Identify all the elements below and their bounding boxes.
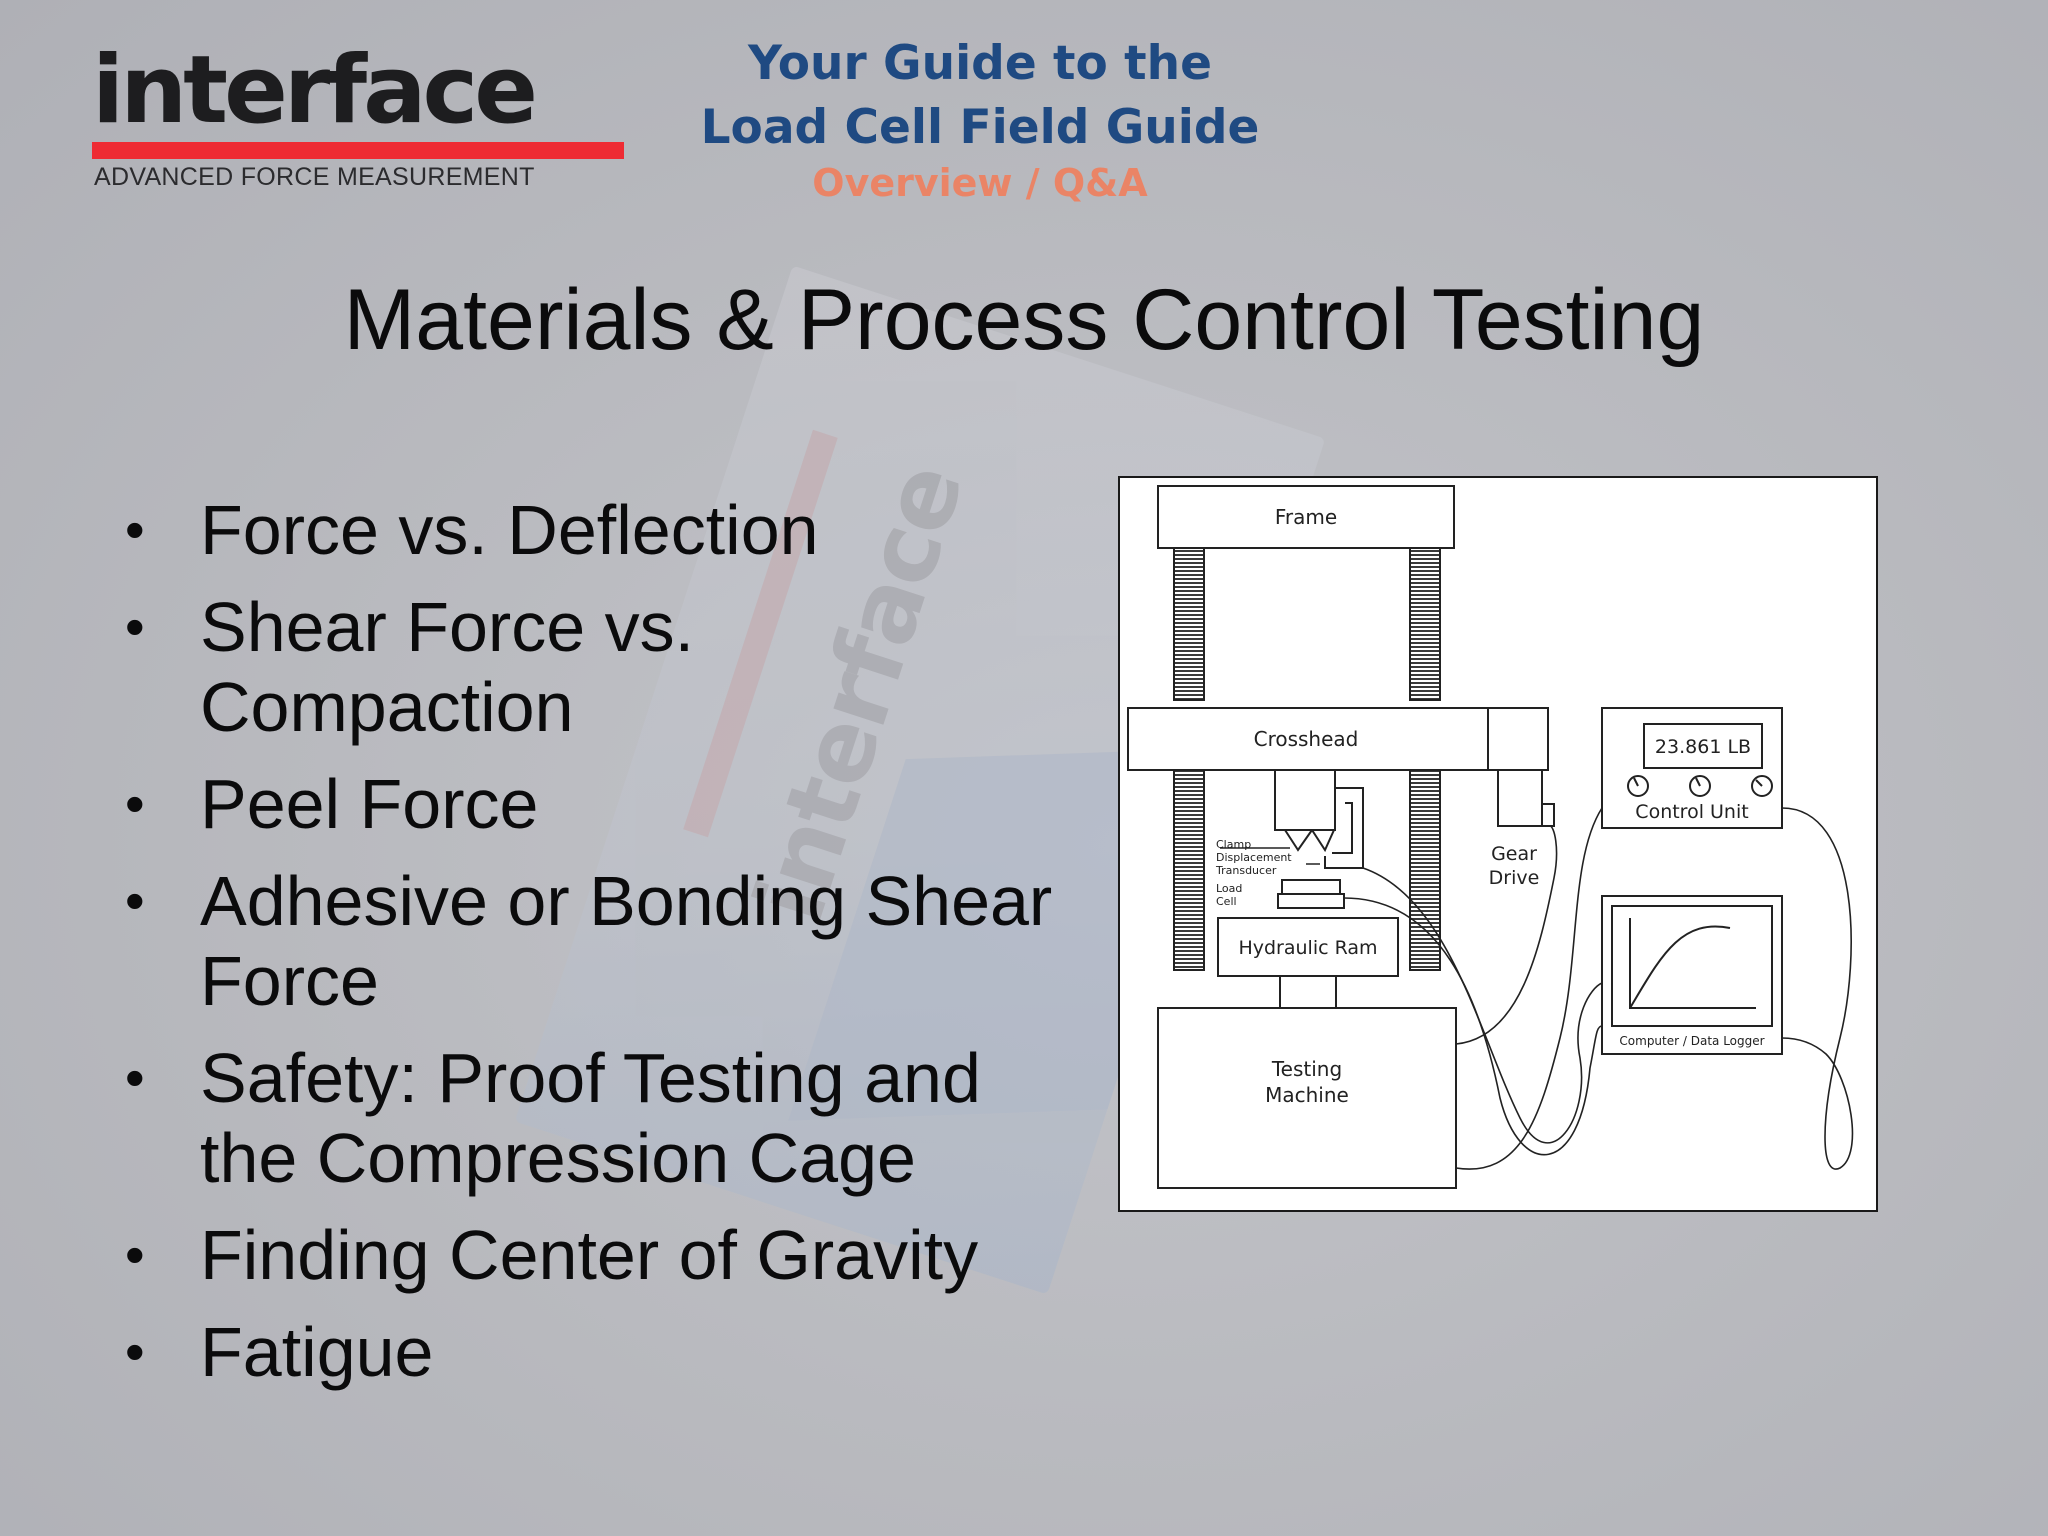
displacement-label: Displacement xyxy=(1216,851,1292,864)
gear-drive-cable xyxy=(1455,825,1558,1045)
logo-wordmark: interface xyxy=(92,36,538,145)
bullet-text: Peel Force xyxy=(200,765,539,843)
gear-drive-tab xyxy=(1541,803,1555,827)
logo-red-bar xyxy=(92,142,624,159)
transducer-label: Transducer xyxy=(1215,864,1277,877)
bullet-dot: • xyxy=(125,1320,145,1383)
guide-subtitle: Overview / Q&A xyxy=(812,161,1148,205)
readout-value: 23.861 LB xyxy=(1655,736,1751,758)
logo-tagline: ADVANCED FORCE MEASUREMENT xyxy=(94,163,535,191)
graph-curve xyxy=(1629,925,1731,1009)
machine-control-cable xyxy=(1455,807,1603,1170)
bullet-text: Force vs. Deflection xyxy=(200,491,819,569)
ram-piston xyxy=(1279,975,1337,1009)
left-column-upper xyxy=(1173,547,1205,701)
data-logger-label: Computer / Data Logger xyxy=(1619,1034,1764,1048)
crosshead-label: Crosshead xyxy=(1254,727,1359,751)
load-cell-bottom xyxy=(1277,893,1345,909)
bullet-item: • Peel Force xyxy=(120,764,1080,844)
bullet-text: Shear Force vs. Compaction xyxy=(200,588,695,746)
load-label: Load xyxy=(1216,882,1242,895)
bullet-item: • Safety: Proof Testing and the Compressi… xyxy=(120,1038,1080,1198)
bullet-item: • Fatigue xyxy=(120,1312,1080,1392)
guide-title-line-2: Load Cell Field Guide xyxy=(700,100,1260,155)
hydraulic-ram-box xyxy=(1217,917,1399,977)
gear-label-1: Gear xyxy=(1491,843,1537,865)
bullet-dot: • xyxy=(125,772,145,835)
guide-title-line-1: Your Guide to the xyxy=(748,36,1212,91)
bullet-dot: • xyxy=(125,595,145,658)
control-unit-label: Control Unit xyxy=(1635,801,1748,823)
load-cell-top xyxy=(1281,879,1341,895)
bullet-dot: • xyxy=(125,498,145,561)
testing-machine-diagram: Frame Crosshead Gear Drive Clamp Displac… xyxy=(1118,476,1878,1212)
testing-label-1: Testing xyxy=(1271,1057,1342,1081)
bullet-list: • Force vs. Deflection • Shear Force vs. C… xyxy=(120,490,1080,1409)
bullet-text: Finding Center of Gravity xyxy=(200,1216,979,1294)
frame-label: Frame xyxy=(1275,505,1337,529)
clamp-jaws xyxy=(1284,829,1335,853)
readout-display xyxy=(1643,723,1763,769)
clamp-label: Clamp xyxy=(1216,838,1251,851)
left-column-lower xyxy=(1173,769,1205,971)
bullet-dot: • xyxy=(125,1046,145,1109)
testing-machine-base xyxy=(1157,1007,1457,1189)
hydraulic-ram-label: Hydraulic Ram xyxy=(1238,937,1377,959)
right-column-upper xyxy=(1409,547,1441,701)
transducer-cable xyxy=(1362,867,1603,1144)
bullet-item: • Adhesive or Bonding Shear Force xyxy=(120,861,1080,1021)
bullet-item: • Force vs. Deflection xyxy=(120,490,1080,570)
crosshead-box xyxy=(1127,707,1489,771)
clamp-body xyxy=(1274,769,1336,831)
guide-title-block: Your Guide to the Load Cell Field Guide … xyxy=(690,32,1270,206)
bullet-text: Adhesive or Bonding Shear Force xyxy=(200,862,1053,1020)
right-column-lower xyxy=(1409,769,1441,971)
transducer-rod xyxy=(1332,802,1353,854)
gear-drive-box xyxy=(1497,769,1543,827)
bullet-text: Safety: Proof Testing and the Compressio… xyxy=(200,1039,981,1197)
frame-box xyxy=(1157,485,1455,549)
slide-title: Materials & Process Control Testing xyxy=(343,272,1705,368)
control-to-logger-cable xyxy=(1781,807,1854,1170)
diagram-svg: Frame Crosshead Gear Drive Clamp Displac… xyxy=(1127,485,1854,1189)
interface-logo: interface ADVANCED FORCE MEASUREMENT xyxy=(92,36,624,191)
gear-housing xyxy=(1487,707,1549,771)
bullet-item: • Finding Center of Gravity xyxy=(120,1215,1080,1295)
cell-label: Cell xyxy=(1216,895,1237,908)
bullet-dot: • xyxy=(125,1223,145,1286)
load-cell-cable xyxy=(1343,897,1603,1156)
gear-label-2: Drive xyxy=(1489,867,1540,889)
bullet-text: Fatigue xyxy=(200,1313,434,1391)
bullet-dot: • xyxy=(125,869,145,932)
testing-label-2: Machine xyxy=(1265,1083,1349,1107)
bullet-item: • Shear Force vs. Compaction xyxy=(120,587,1080,747)
monitor-screen xyxy=(1611,905,1773,1027)
